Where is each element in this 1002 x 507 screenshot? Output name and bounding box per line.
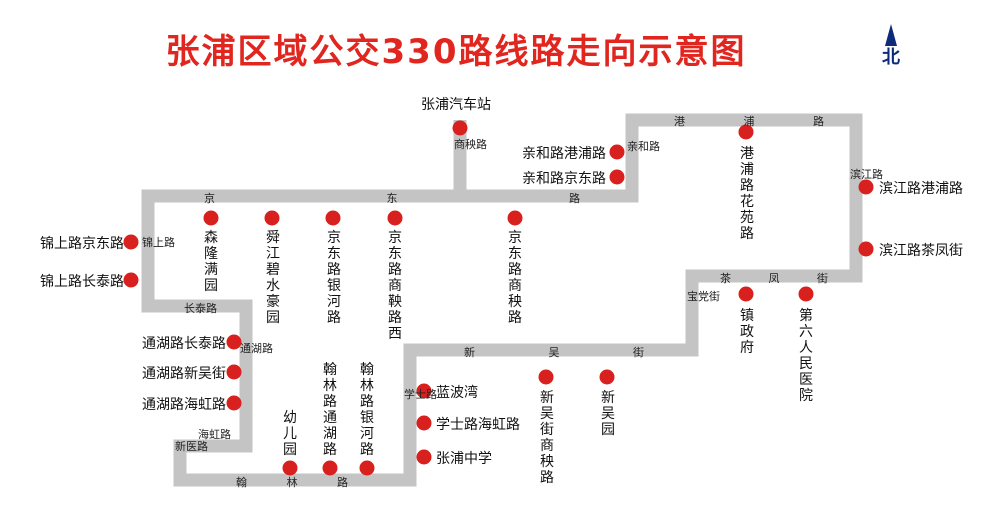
stop-dot-16 xyxy=(226,364,242,380)
stop-dot-24 xyxy=(538,369,554,385)
stop-dot-8 xyxy=(123,234,139,250)
stop-label-17: 通湖路海虹路 xyxy=(142,397,226,413)
stop-label-19: 翰林路通湖路 xyxy=(323,362,337,458)
stop-dot-10 xyxy=(203,210,219,226)
stop-dot-5 xyxy=(858,241,874,257)
stop-label-8: 锦上路京东路 xyxy=(40,236,124,252)
stop-dot-17 xyxy=(226,395,242,411)
route-line xyxy=(141,113,863,487)
stop-label-13: 京东路商鞅路西 xyxy=(388,230,402,342)
stop-label-3: 港浦路花苑路 xyxy=(740,146,754,242)
road-label-baodang: 宝党街 xyxy=(687,290,720,303)
stop-dot-14 xyxy=(507,210,523,226)
road-label-chafeng: 茶凤街 xyxy=(720,272,828,285)
road-label-haihong: 海虹路 xyxy=(198,428,231,441)
stop-label-9: 锦上路长泰路 xyxy=(40,274,124,290)
stop-dot-0 xyxy=(452,120,468,136)
stop-label-12: 京东路银河路 xyxy=(327,230,341,326)
road-label-tonghu: 通湖路 xyxy=(240,342,273,355)
compass-label: 北 xyxy=(882,47,900,68)
stop-label-11: 舜江碧水豪园 xyxy=(266,230,280,326)
stop-label-15: 通湖路长泰路 xyxy=(142,336,226,352)
road-label-shangyang: 商秧路 xyxy=(454,138,487,151)
road-label-jingdong: 京东路 xyxy=(204,192,580,205)
stop-label-2: 亲和路京东路 xyxy=(522,171,606,187)
stop-dot-18 xyxy=(282,460,298,476)
stop-label-24: 新吴街商秧路 xyxy=(540,390,554,486)
stop-label-5: 滨江路茶凤街 xyxy=(879,243,963,259)
road-label-binjiang: 滨江路 xyxy=(850,168,883,181)
stop-dot-15 xyxy=(226,334,242,350)
stop-label-1: 亲和路港浦路 xyxy=(522,146,606,162)
stop-dot-19 xyxy=(322,460,338,476)
stop-dot-21 xyxy=(416,383,432,399)
stop-dot-22 xyxy=(416,415,432,431)
road-label-jinshang: 锦上路 xyxy=(142,236,175,249)
stop-label-0: 张浦汽车站 xyxy=(421,97,491,113)
compass: 北 xyxy=(876,24,906,68)
stop-label-22: 学士路海虹路 xyxy=(436,417,520,433)
stop-dot-4 xyxy=(858,179,874,195)
stop-label-21: 蓝波湾 xyxy=(436,385,478,401)
road-label-qinhe: 亲和路 xyxy=(627,140,660,153)
road-label-gangpu: 港浦路 xyxy=(674,115,824,128)
stop-label-23: 张浦中学 xyxy=(436,451,492,467)
stop-dot-1 xyxy=(609,144,625,160)
stop-dot-7 xyxy=(798,286,814,302)
stop-label-18: 幼儿园 xyxy=(283,410,297,458)
stop-label-7: 第六人民医院 xyxy=(799,308,813,404)
stop-dot-25 xyxy=(599,369,615,385)
road-label-xinwu: 新吴街 xyxy=(464,346,644,359)
road-label-xinyi: 新医路 xyxy=(175,440,208,453)
stop-label-6: 镇政府 xyxy=(740,308,754,356)
stop-label-20: 翰林路银河路 xyxy=(360,362,374,458)
stop-dot-13 xyxy=(387,210,403,226)
stop-label-10: 森隆满园 xyxy=(204,230,218,294)
north-arrow-icon xyxy=(885,24,897,46)
stop-dot-9 xyxy=(123,272,139,288)
stop-dot-6 xyxy=(738,286,754,302)
stop-dot-20 xyxy=(359,460,375,476)
stop-dot-12 xyxy=(325,210,341,226)
road-label-hanlin: 翰林路 xyxy=(236,476,348,489)
stop-dot-3 xyxy=(738,124,754,140)
stop-dot-11 xyxy=(264,210,280,226)
stop-label-16: 通湖路新吴街 xyxy=(142,366,226,382)
stop-label-4: 滨江路港浦路 xyxy=(879,181,963,197)
map-title: 张浦区域公交330路线路走向示意图 xyxy=(165,32,747,72)
stop-label-14: 京东路商秧路 xyxy=(508,230,522,326)
road-label-xueshi: 学士路 xyxy=(404,388,437,402)
stop-label-25: 新吴园 xyxy=(601,390,615,438)
road-label-changtai: 长泰路 xyxy=(184,302,217,315)
stop-dot-2 xyxy=(609,169,625,185)
stop-dot-23 xyxy=(416,449,432,465)
